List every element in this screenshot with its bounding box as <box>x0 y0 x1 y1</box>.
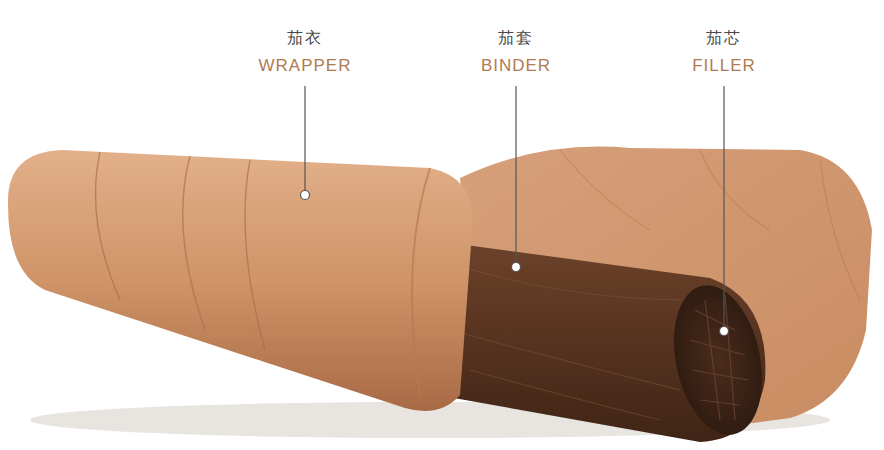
leader-dot <box>512 263 521 272</box>
part-name-english: FILLER <box>692 56 756 76</box>
leader-dot <box>301 191 310 200</box>
leader-line <box>515 86 516 262</box>
part-name-chinese: 茄衣 <box>287 28 323 49</box>
leader-line <box>723 86 724 326</box>
wrapper-tube <box>8 150 473 411</box>
part-name-english: WRAPPER <box>259 56 352 76</box>
leader-line <box>304 86 305 190</box>
part-name-chinese: 茄套 <box>498 28 534 49</box>
filler-end <box>661 277 775 443</box>
part-name-english: BINDER <box>481 56 551 76</box>
leader-dot <box>720 327 729 336</box>
part-name-chinese: 茄芯 <box>706 28 742 49</box>
